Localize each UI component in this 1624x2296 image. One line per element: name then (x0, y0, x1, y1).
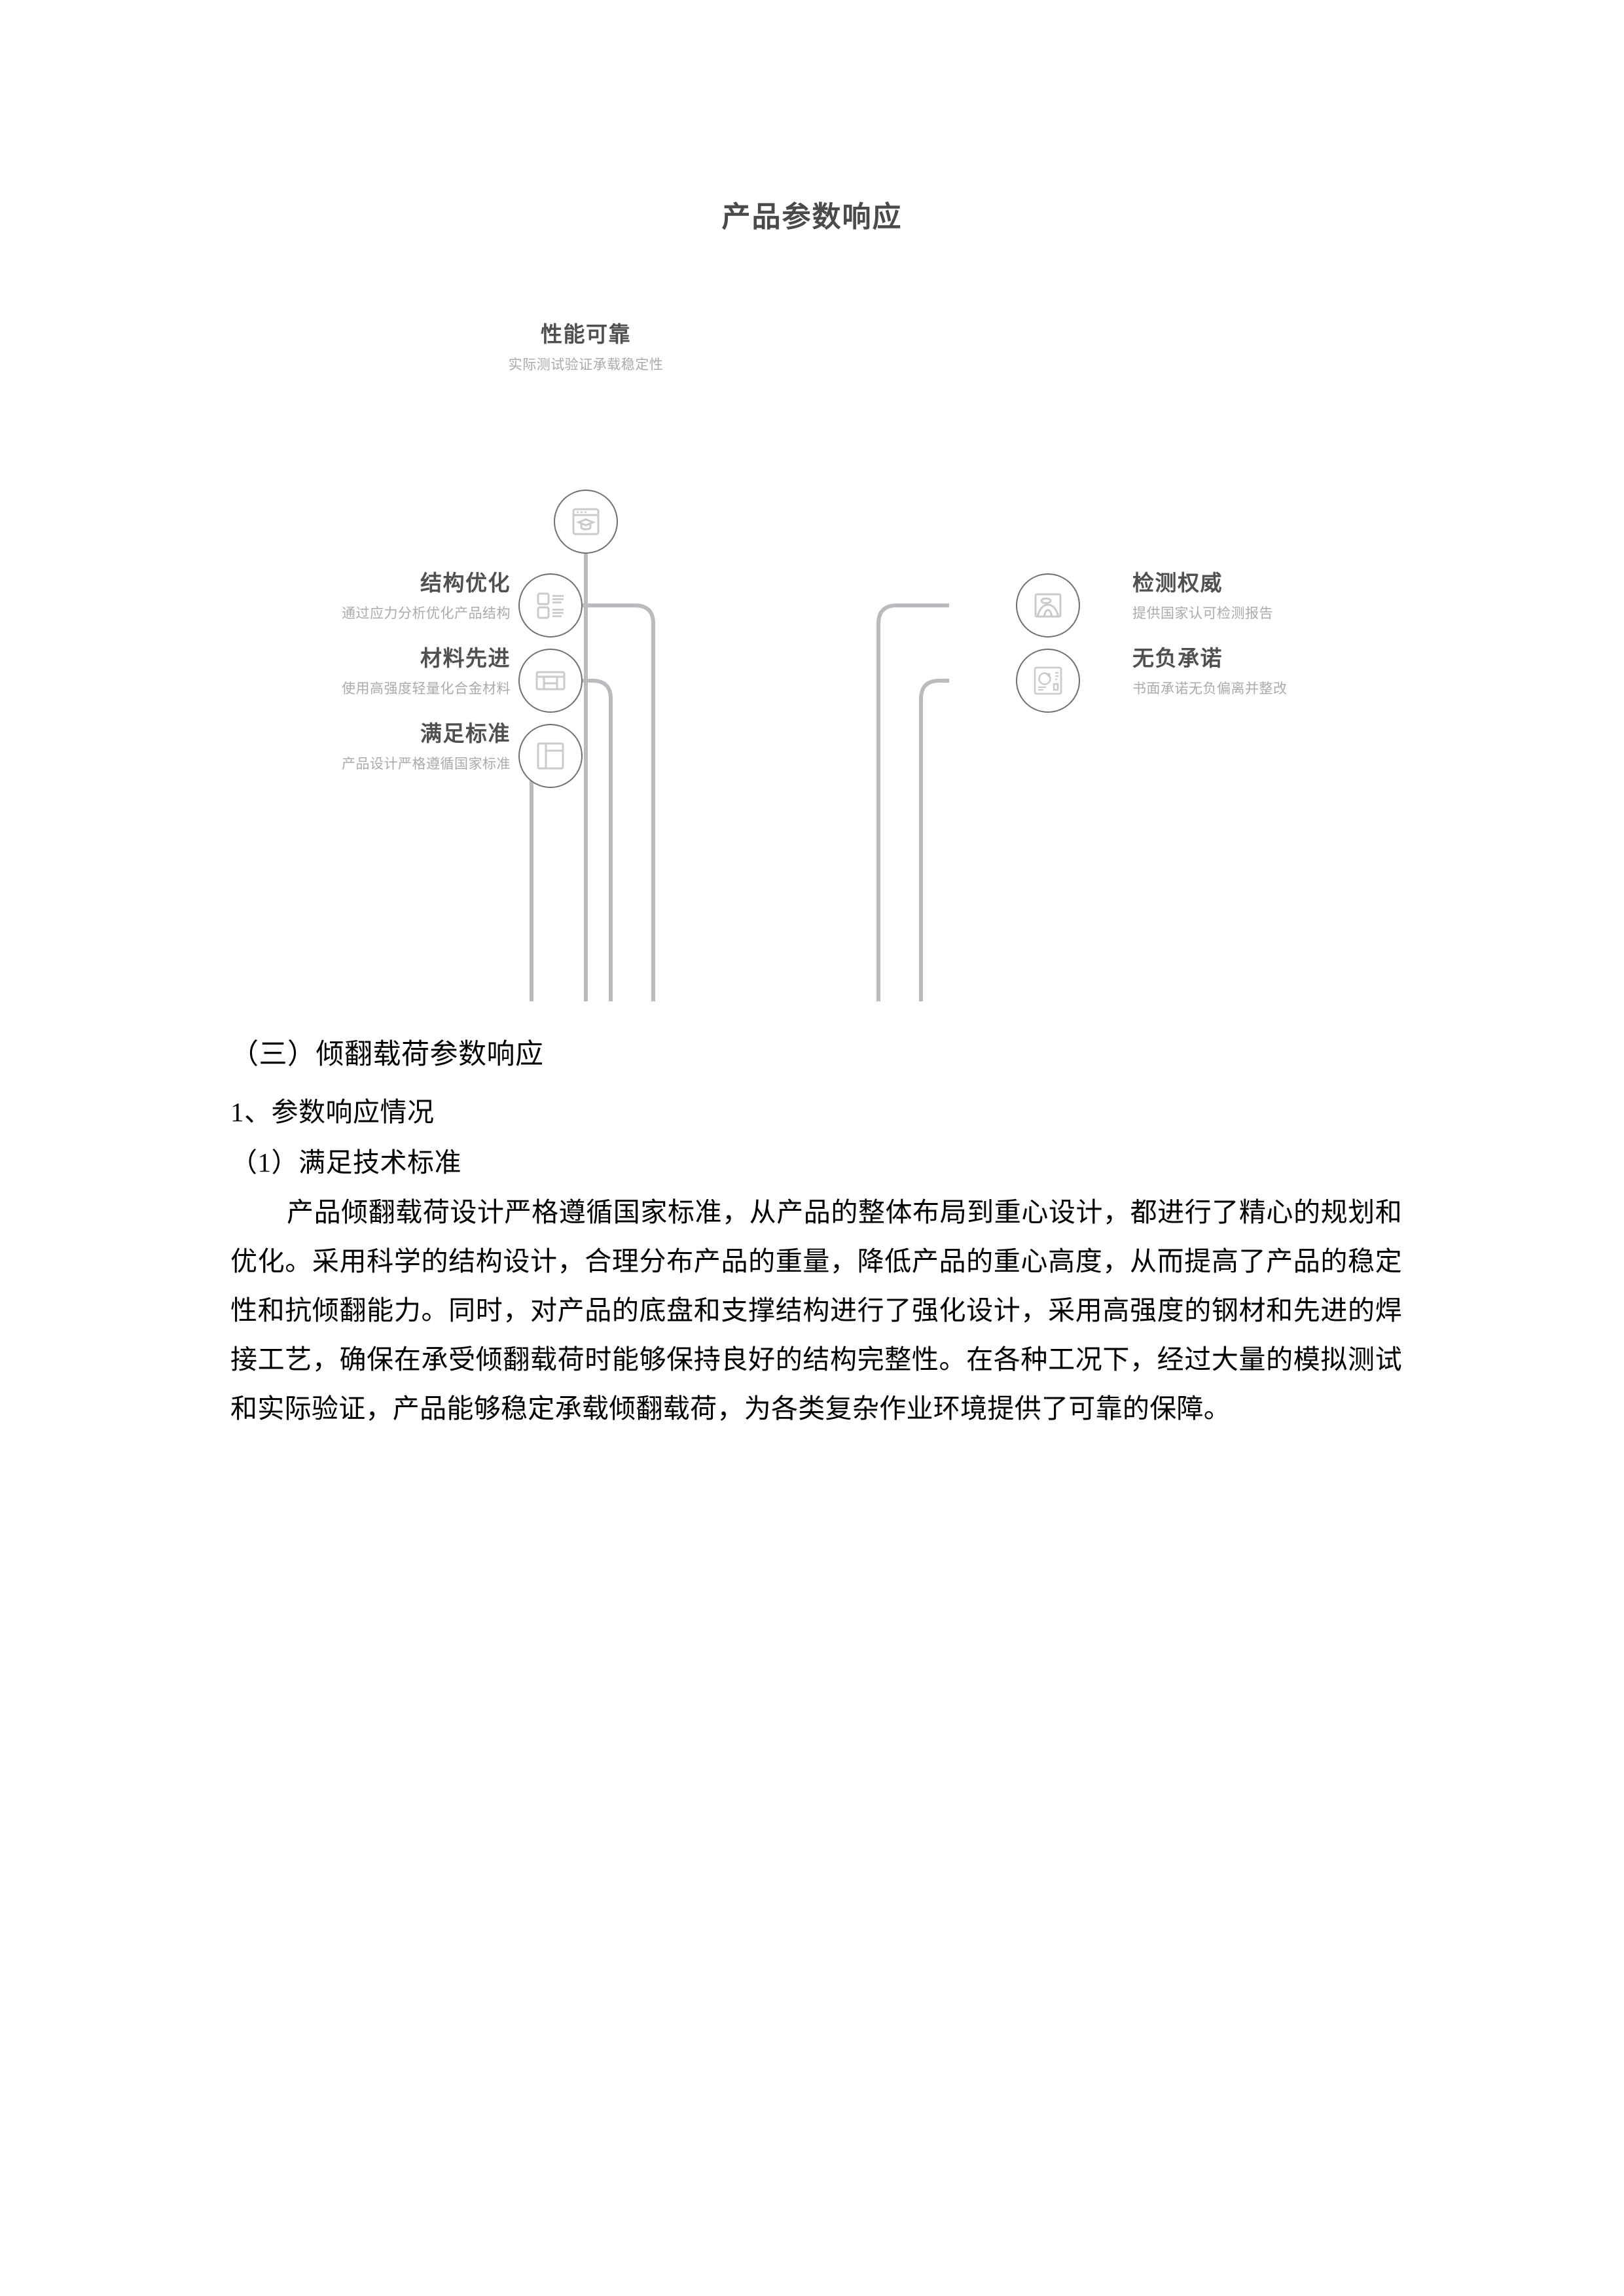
node-title: 结构优化 (420, 571, 511, 595)
node-icon-left-2[interactable] (518, 649, 583, 713)
node-description: 提供国家认可检测报告 (1132, 606, 1273, 622)
list-view-icon (533, 588, 568, 623)
image-picture-icon (1030, 588, 1066, 623)
node-icon-right-2[interactable] (1016, 649, 1080, 713)
node-text-top-center: 性能可靠 实际测试验证承载稳定性 (491, 321, 681, 375)
heading-section: （三）倾翻载荷参数响应 (230, 1039, 544, 1070)
node-title: 无负承诺 (1132, 646, 1223, 670)
node-description: 使用高强度轻量化合金材料 (342, 681, 511, 697)
node-description: 产品设计严格遵循国家标准 (342, 757, 511, 772)
node-description: 书面承诺无负偏离并整改 (1132, 681, 1288, 697)
node-icon-right-1[interactable] (1016, 573, 1080, 637)
node-text-left-1: 结构优化 通过应力分析优化产品结构 (26, 569, 511, 624)
node-title: 满足标准 (420, 721, 511, 745)
layout-sidebar-icon (533, 738, 568, 774)
node-description: 实际测试验证承载稳定性 (508, 357, 664, 373)
node-icon-left-3[interactable] (518, 724, 583, 788)
node-description: 通过应力分析优化产品结构 (342, 606, 511, 622)
body-paragraph: 产品倾翻载荷设计严格遵循国家标准，从产品的整体布局到重心设计，都进行了精心的规划… (230, 1197, 1402, 1424)
node-text-right-1: 检测权威 提供国家认可检测报告 (1132, 569, 1551, 624)
parameter-response-infographic: 性能可靠 实际测试验证承载稳定性 结构优化 通过应力分析优化产品结构 (216, 322, 1414, 1001)
node-icon-left-1[interactable] (518, 573, 583, 637)
browser-graduation-cap-icon (568, 504, 604, 539)
table-grid-icon (533, 663, 568, 698)
node-title: 材料先进 (420, 646, 511, 670)
heading-subsection: 1、参数响应情况 (230, 1097, 435, 1127)
page-title: 产品参数响应 (721, 201, 903, 233)
node-text-left-3: 满足标准 产品设计严格遵循国家标准 (26, 720, 511, 774)
node-text-right-2: 无负承诺 书面承诺无负偏离并整改 (1132, 645, 1499, 699)
node-text-left-2: 材料先进 使用高强度轻量化合金材料 (26, 645, 511, 699)
infographic-chart-icon (1030, 663, 1066, 698)
node-icon-top-center[interactable] (554, 490, 618, 554)
node-title: 检测权威 (1132, 571, 1223, 595)
heading-item: （1）满足技术标准 (230, 1147, 461, 1177)
node-title: 性能可靠 (541, 322, 631, 346)
